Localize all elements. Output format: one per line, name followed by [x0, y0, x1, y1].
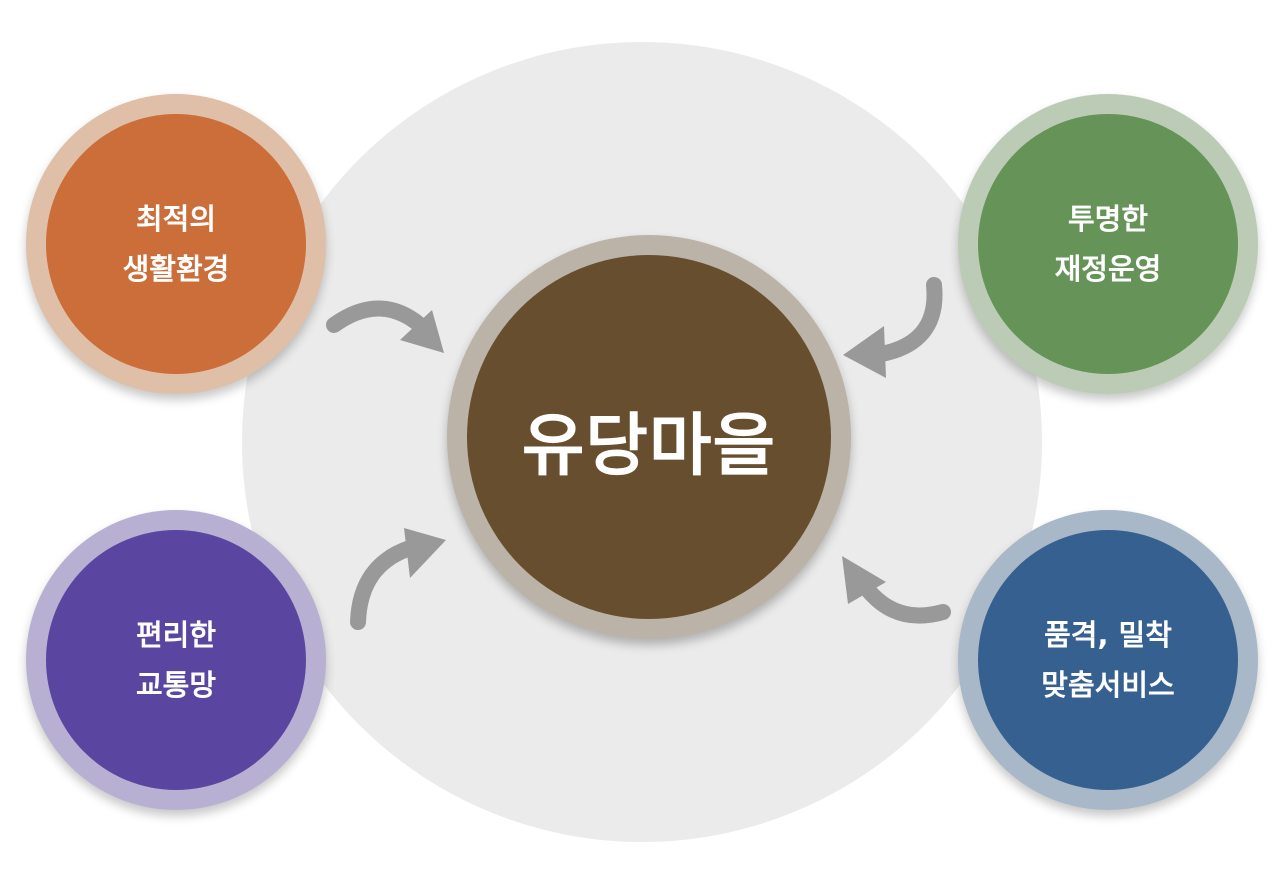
node-label-line-2: 생활환경	[122, 252, 230, 286]
node-label-line-1: 편리한	[135, 618, 217, 652]
node-label-line-1: 최적의	[135, 202, 217, 236]
center-circle: 유당마을	[447, 235, 851, 639]
node-label-line-1: 투명한	[1067, 202, 1149, 236]
arrow-bottom-left	[350, 528, 446, 630]
node-bottom-left: 편리한 교통망	[26, 510, 326, 810]
center-core: 유당마을	[467, 255, 831, 619]
node-label-line-2: 재정운영	[1054, 252, 1162, 286]
arrow-bottom-right	[842, 556, 951, 624]
node-core: 최적의 생활환경	[46, 114, 306, 374]
node-label-line-1: 품격, 밀착	[1044, 618, 1172, 652]
arrow-top-right	[843, 277, 943, 378]
node-core: 품격, 밀착 맞춤서비스	[978, 530, 1238, 790]
node-label-line-2: 교통망	[135, 668, 217, 702]
node-core: 투명한 재정운영	[978, 114, 1238, 374]
node-top-right: 투명한 재정운영	[958, 94, 1258, 394]
node-top-left: 최적의 생활환경	[26, 94, 326, 394]
node-bottom-right: 품격, 밀착 맞춤서비스	[958, 510, 1258, 810]
arrow-top-left	[326, 300, 444, 353]
node-label-line-2: 맞춤서비스	[1041, 668, 1175, 702]
node-core: 편리한 교통망	[46, 530, 306, 790]
center-label: 유당마을	[521, 406, 777, 486]
